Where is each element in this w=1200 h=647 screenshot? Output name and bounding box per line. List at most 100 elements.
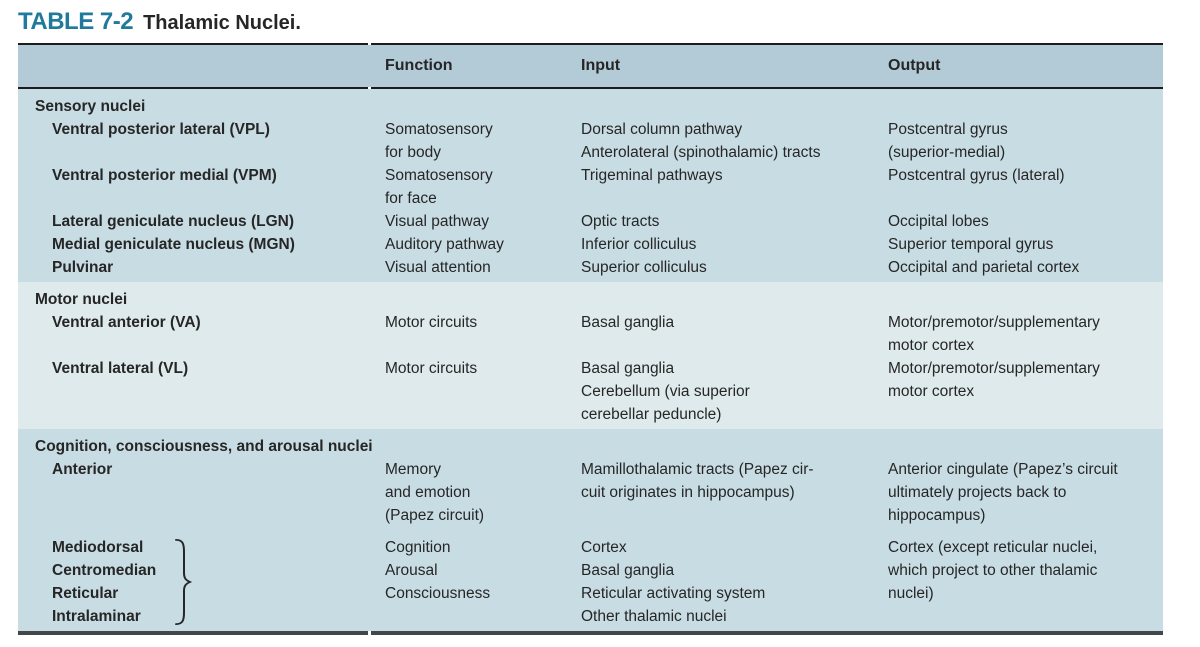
nucleus-cell: Anterior (18, 458, 368, 527)
output-cell: Motor/premotor/supplementary motor cortex (871, 357, 1163, 426)
output-text-line: Motor/premotor/supplementary (888, 360, 1100, 377)
input-cell: Superior colliculus (564, 256, 871, 279)
function-text-line: (Papez circuit) (385, 507, 485, 524)
table-title: Thalamic Nuclei. (143, 12, 301, 34)
column-header-output: Output (888, 57, 941, 74)
input-text-line: Cerebellum (via superior (581, 383, 750, 400)
nucleus-text-line: Ventral lateral (VL) (52, 360, 189, 377)
input-text-line: Anterolateral (spinothalamic) tracts (581, 144, 821, 161)
function-text-line: Cognition (385, 539, 451, 556)
section-title: Sensory nuclei (35, 98, 146, 115)
function-text-line: Consciousness (385, 585, 491, 602)
input-text-line: Cortex (581, 539, 627, 556)
output-text-line: which project to other thalamic (888, 562, 1098, 579)
section-cognition-consciousness-and-arousal-nuclei: Cognition, consciousness, and arousal nu… (18, 429, 1163, 631)
nucleus-text-line: Lateral geniculate nucleus (LGN) (52, 213, 295, 230)
input-cell: Optic tracts (564, 210, 871, 233)
output-cell: Occipital and parietal cortex (871, 256, 1163, 279)
table-row: Pulvinar Visual attention Superior collicu… (18, 256, 1163, 279)
nucleus-cell: Ventral posterior lateral (VPL) (18, 118, 368, 164)
table-row: Lateral geniculate nucleus (LGN) Visual p… (18, 210, 1163, 233)
nucleus-cell: Lateral geniculate nucleus (LGN) (18, 210, 368, 233)
output-text-line: (superior-medial) (888, 144, 1006, 161)
function-cell: Somatosensory for face (368, 164, 564, 210)
output-cell: Motor/premotor/supplementary motor cortex (871, 311, 1163, 357)
function-text-line: for body (385, 144, 442, 161)
output-text-line: Postcentral gyrus (lateral) (888, 167, 1065, 184)
input-text-line: Superior colliculus (581, 259, 707, 276)
output-text-line: Occipital lobes (888, 213, 989, 230)
output-text-line: nuclei) (888, 585, 934, 602)
nucleus-text-line: Medial geniculate nucleus (MGN) (52, 236, 295, 253)
output-text-line: motor cortex (888, 337, 975, 354)
input-cell: Trigeminal pathways (564, 164, 871, 210)
nucleus-text-line: Ventral posterior lateral (VPL) (52, 121, 270, 138)
nucleus-cell: Ventral anterior (VA) (18, 311, 368, 357)
function-text-line: Memory (385, 461, 441, 478)
nucleus-text-line: Ventral posterior medial (VPM) (52, 167, 277, 184)
table-row: Medial geniculate nucleus (MGN) Auditory … (18, 233, 1163, 256)
output-cell: Superior temporal gyrus (871, 233, 1163, 256)
function-cell: Visual pathway (368, 210, 564, 233)
function-cell: Visual attention (368, 256, 564, 279)
nucleus-text-line: Centromedian (52, 562, 157, 579)
input-cell: Inferior colliculus (564, 233, 871, 256)
table-row: Anterior Memory and emotion (Papez circuit)… (18, 458, 1163, 527)
input-text-line: Basal ganglia (581, 360, 675, 377)
function-cell: Auditory pathway (368, 233, 564, 256)
bottom-rule (18, 631, 1163, 635)
table-row: Ventral lateral (VL) Motor circuits Basal … (18, 357, 1163, 426)
function-text-line: Motor circuits (385, 314, 478, 331)
input-text-line: cuit originates in hippocampus) (581, 484, 795, 501)
function-text-line: Visual pathway (385, 213, 489, 230)
output-text-line: Motor/premotor/supplementary (888, 314, 1100, 331)
input-text-line: Trigeminal pathways (581, 167, 723, 184)
nucleus-text-line: Ventral anterior (VA) (52, 314, 201, 331)
input-text-line: Optic tracts (581, 213, 660, 230)
table-row: Ventral posterior lateral (VPL) Somatosen… (18, 118, 1163, 164)
output-text-line: Cortex (except reticular nuclei, (888, 539, 1098, 556)
input-text-line: Other thalamic nuclei (581, 608, 727, 625)
nucleus-cell: Pulvinar (18, 256, 368, 279)
output-text-line: Anterior cingulate (Papez’s circuit (888, 461, 1118, 478)
output-text-line: Occipital and parietal cortex (888, 259, 1080, 276)
output-cell: Postcentral gyrus (superior-medial) (871, 118, 1163, 164)
output-text-line: Postcentral gyrus (888, 121, 1008, 138)
grouping-brace-icon (175, 539, 193, 625)
input-text-line: cerebellar peduncle) (581, 406, 722, 423)
nucleus-text-line: Pulvinar (52, 259, 114, 276)
table-row: Ventral posterior medial (VPM) Somatosens… (18, 164, 1163, 210)
function-cell: Motor circuits (368, 357, 564, 426)
nucleus-text-line: Mediodorsal (52, 539, 144, 556)
input-cell: Mamillothalamic tracts (Papez cir-cuit o… (564, 458, 871, 527)
function-text-line: Motor circuits (385, 360, 478, 377)
nucleus-text-line: Anterior (52, 461, 113, 478)
input-cell: Basal ganglia (564, 311, 871, 357)
nucleus-text-line: Reticular (52, 585, 119, 602)
input-text-line: Inferior colliculus (581, 236, 697, 253)
table-row: Ventral anterior (VA) Motor circuits Basal… (18, 311, 1163, 357)
function-text-line: and emotion (385, 484, 471, 501)
nucleus-cell: Ventral posterior medial (VPM) (18, 164, 368, 210)
function-text-line: Somatosensory (385, 167, 493, 184)
function-text-line: for face (385, 190, 437, 207)
function-text-line: Auditory pathway (385, 236, 504, 253)
nucleus-cell: Ventral lateral (VL) (18, 357, 368, 426)
output-text-line: motor cortex (888, 383, 975, 400)
output-cell: Occipital lobes (871, 210, 1163, 233)
nucleus-text-line: Intralaminar (52, 608, 141, 625)
nucleus-cell: Medial geniculate nucleus (MGN) (18, 233, 368, 256)
